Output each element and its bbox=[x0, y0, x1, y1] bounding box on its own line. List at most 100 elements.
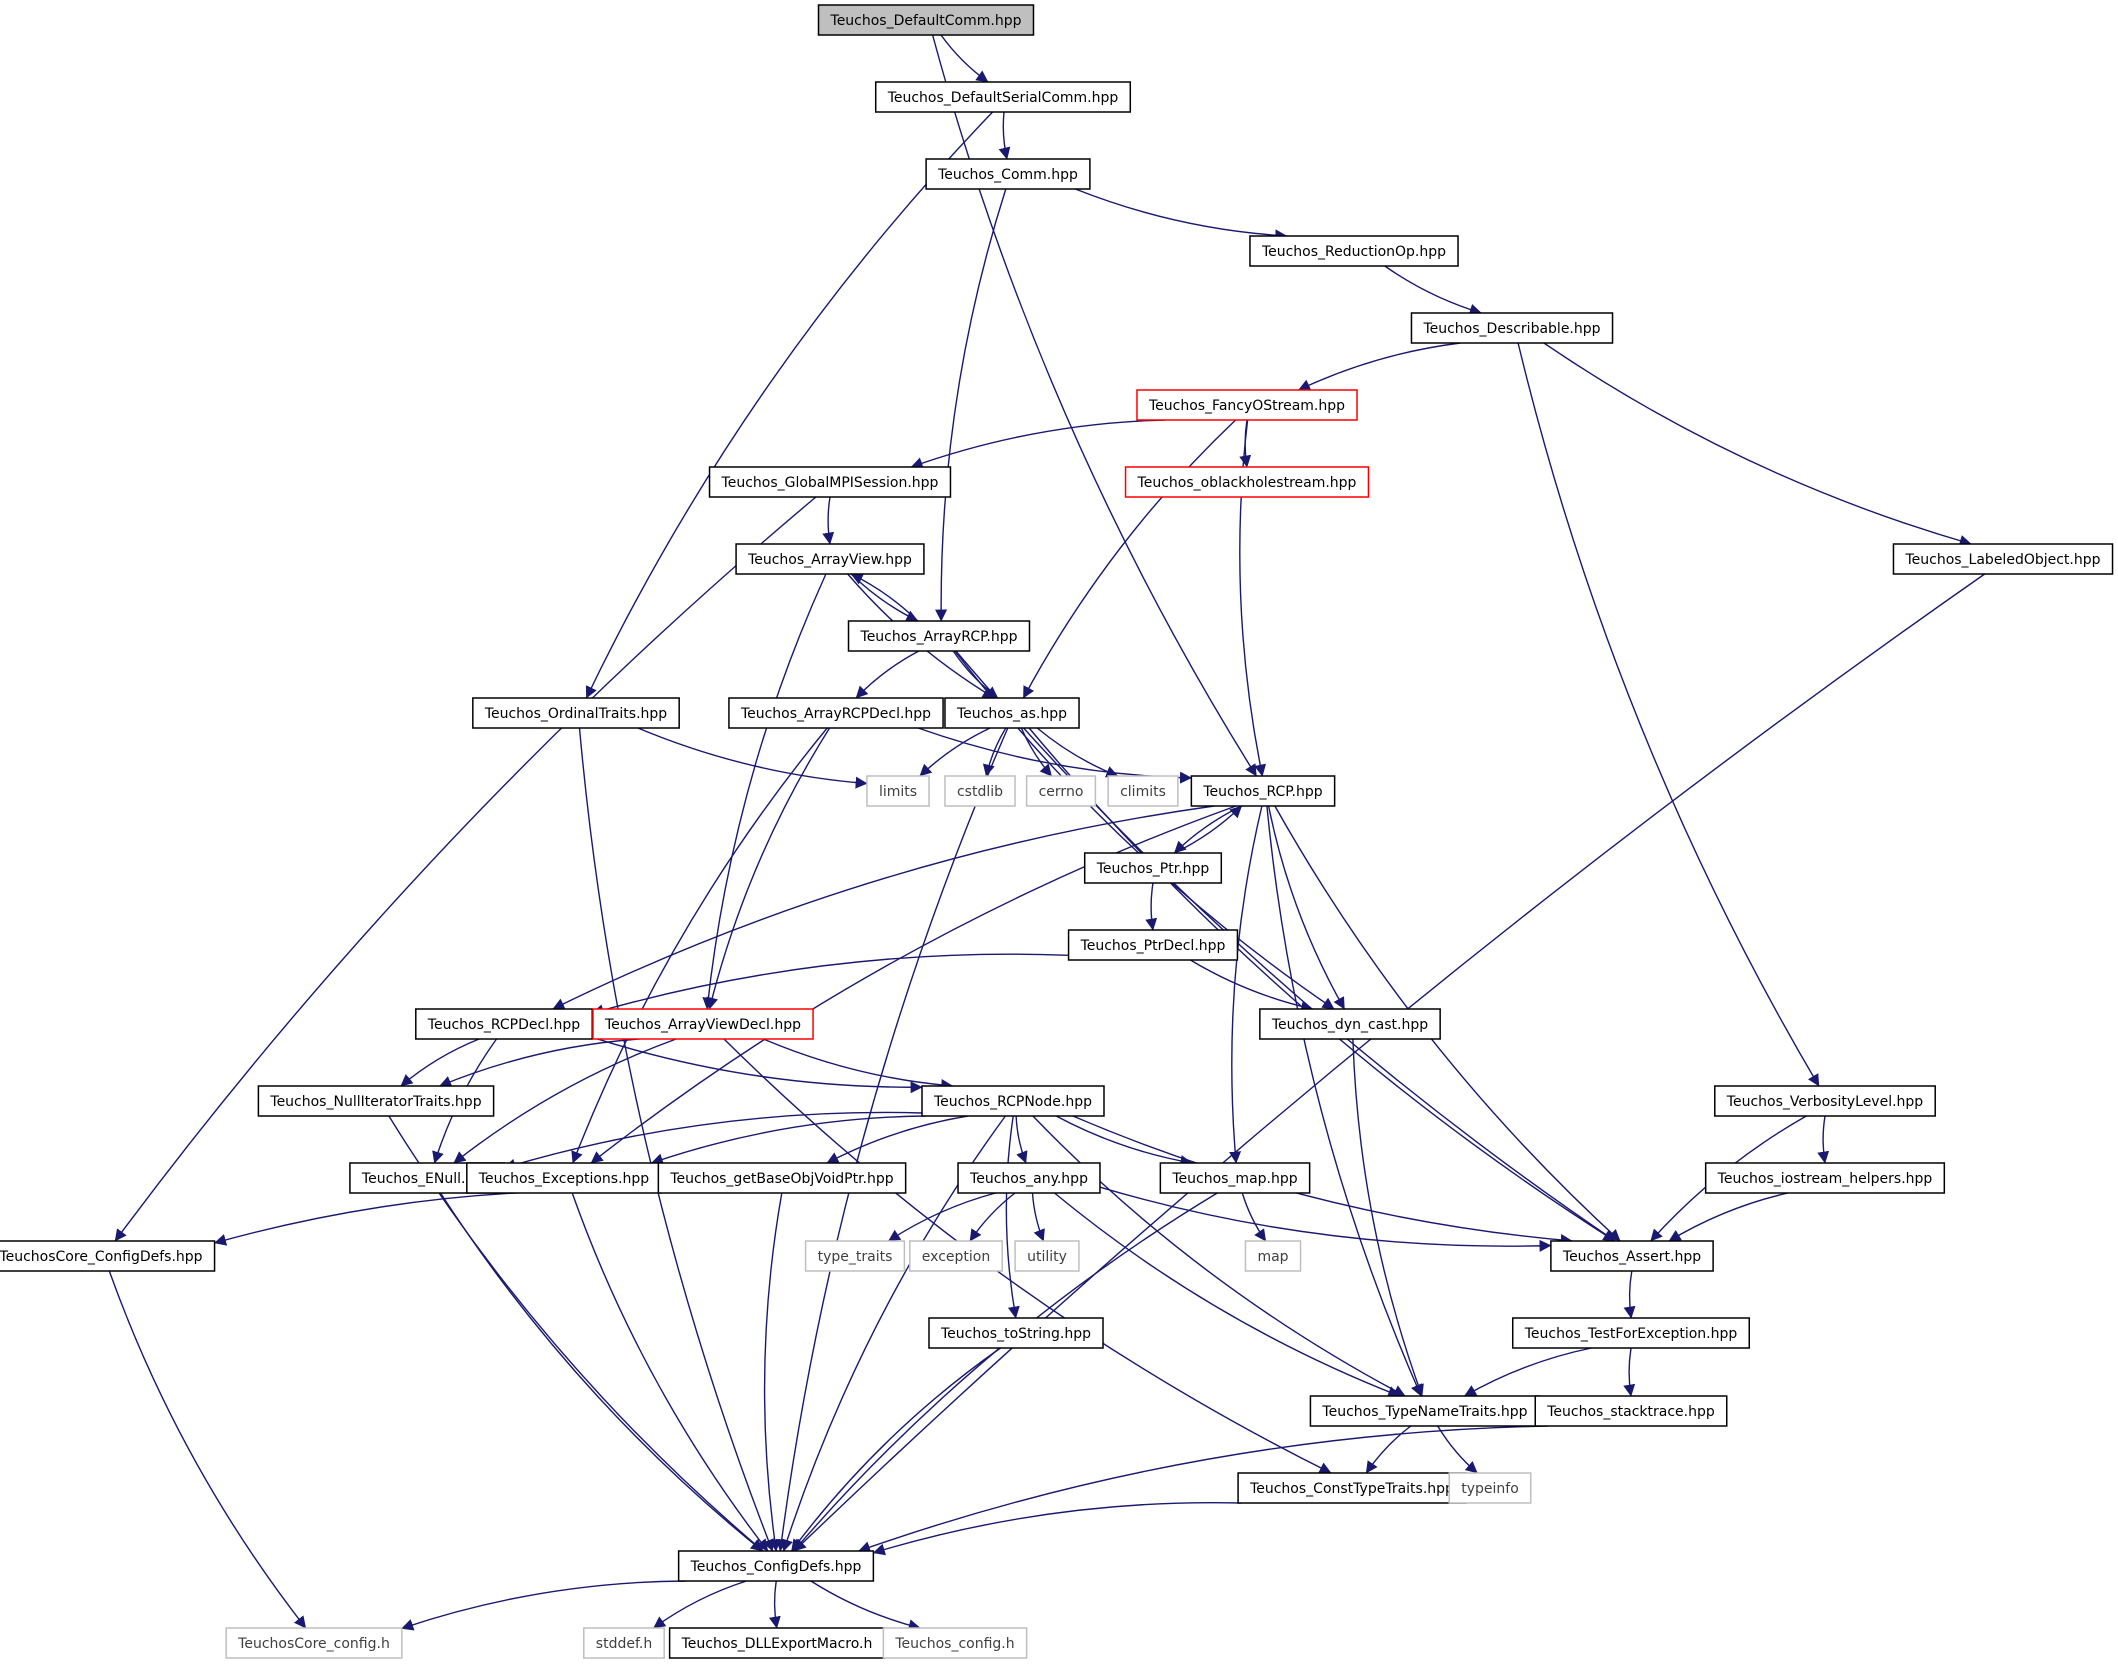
node-teuchos-comm-hpp[interactable]: Teuchos_Comm.hpp bbox=[925, 158, 1091, 190]
edge-assert-to-testforexception bbox=[1623, 1270, 1636, 1319]
node-teuchos-tostring-hpp[interactable]: Teuchos_toString.hpp bbox=[928, 1317, 1104, 1349]
node-teuchos-assert-hpp[interactable]: Teuchos_Assert.hpp bbox=[1550, 1240, 1714, 1272]
node-teuchos-labeledobject-hpp[interactable]: Teuchos_LabeledObject.hpp bbox=[1892, 543, 2114, 575]
edge-any-to-typenametraits bbox=[1054, 1192, 1401, 1398]
edge-as-to-cerrno bbox=[1020, 727, 1053, 777]
node-teuchos-exceptions-hpp[interactable]: Teuchos_Exceptions.hpp bbox=[466, 1162, 662, 1194]
node-label: Teuchos_iostream_helpers.hpp bbox=[1717, 1171, 1933, 1187]
edge-rcpnode-to-map bbox=[1055, 1115, 1193, 1167]
node-label: utility bbox=[1027, 1249, 1067, 1265]
node-teuchos-rcpnode-hpp[interactable]: Teuchos_RCPNode.hpp bbox=[921, 1085, 1105, 1117]
edge-rcp-to-ptr bbox=[1173, 805, 1242, 854]
node-teuchos-globalmpisession-hpp[interactable]: Teuchos_GlobalMPISession.hpp bbox=[708, 466, 952, 498]
edge-defaultcomm-to-defaultserialcomm bbox=[940, 34, 989, 83]
node-teuchos-defaultcomm-hpp[interactable]: Teuchos_DefaultComm.hpp bbox=[817, 4, 1035, 36]
node-box bbox=[708, 466, 952, 498]
node-type-traits: type_traits bbox=[804, 1240, 906, 1272]
node-limits: limits bbox=[866, 775, 930, 807]
node-teuchos-any-hpp[interactable]: Teuchos_any.hpp bbox=[957, 1162, 1101, 1194]
edge-any-to-typetraits bbox=[887, 1192, 996, 1242]
node-teuchos-arrayviewdecl-hpp[interactable]: Teuchos_ArrayViewDecl.hpp bbox=[592, 1008, 814, 1040]
node-box bbox=[1025, 775, 1097, 807]
edge-defaultcomm-to-rcp bbox=[931, 34, 1257, 777]
node-teuchos-ordinaltraits-hpp[interactable]: Teuchos_OrdinalTraits.hpp bbox=[472, 697, 680, 729]
node-teuchos-arrayrcp-hpp[interactable]: Teuchos_ArrayRCP.hpp bbox=[847, 620, 1031, 652]
node-teuchos-arrayrcpdecl-hpp[interactable]: Teuchos_ArrayRCPDecl.hpp bbox=[728, 697, 944, 729]
node-teuchos-rcpdecl-hpp[interactable]: Teuchos_RCPDecl.hpp bbox=[415, 1008, 593, 1040]
edge-configdefs-to-coreconfigh bbox=[401, 1580, 687, 1631]
node-teuchos-config-h: Teuchos_config.h bbox=[882, 1627, 1028, 1659]
node-box bbox=[874, 81, 1132, 113]
node-box bbox=[415, 1008, 593, 1040]
node-teuchos-reductionop-hpp[interactable]: Teuchos_ReductionOp.hpp bbox=[1249, 235, 1459, 267]
edge-rcpnode-to-assert bbox=[1072, 1115, 1573, 1246]
node-teuchos-fancyostream-hpp[interactable]: Teuchos_FancyOStream.hpp bbox=[1136, 389, 1358, 421]
node-teuchos-ptrdecl-hpp[interactable]: Teuchos_PtrDecl.hpp bbox=[1067, 929, 1239, 961]
node-teuchos-testforexception-hpp[interactable]: Teuchos_TestForException.hpp bbox=[1511, 1317, 1751, 1349]
node-box bbox=[1244, 1240, 1302, 1272]
edge-arrayrcpdecl-to-arrayviewdecl bbox=[706, 727, 831, 1010]
node-teuchos-map-hpp[interactable]: Teuchos_map.hpp bbox=[1159, 1162, 1311, 1194]
node-teuchos-oblackholestream-hpp[interactable]: Teuchos_oblackholestream.hpp bbox=[1124, 466, 1370, 498]
node-box bbox=[944, 775, 1016, 807]
node-label: TeuchosCore_ConfigDefs.hpp bbox=[0, 1249, 203, 1265]
node-teuchos-consttypetraits-hpp[interactable]: Teuchos_ConstTypeTraits.hpp bbox=[1237, 1472, 1467, 1504]
node-label: Teuchos_RCPDecl.hpp bbox=[427, 1017, 581, 1033]
edge-as-to-cstdlib bbox=[982, 727, 1007, 777]
node-exception: exception bbox=[909, 1240, 1003, 1272]
edge-stacktrace-to-configdefs bbox=[858, 1425, 1549, 1553]
node-label: cerrno bbox=[1039, 784, 1084, 800]
node-label: exception bbox=[922, 1249, 990, 1265]
node-label: stddef.h bbox=[596, 1636, 652, 1652]
edge-rcp-to-rcpdecl bbox=[552, 805, 1215, 1010]
node-label: Teuchos_RCP.hpp bbox=[1202, 784, 1322, 800]
node-map: map bbox=[1244, 1240, 1302, 1272]
node-box bbox=[657, 1162, 907, 1194]
node-teuchos-nulliteratortraits-hpp[interactable]: Teuchos_NullIteratorTraits.hpp bbox=[257, 1085, 495, 1117]
node-label: Teuchos_Assert.hpp bbox=[1562, 1249, 1701, 1265]
node-label: Teuchos_Ptr.hpp bbox=[1096, 861, 1210, 877]
node-teuchos-describable-hpp[interactable]: Teuchos_Describable.hpp bbox=[1410, 312, 1614, 344]
edge-as-to-climits bbox=[1036, 727, 1119, 778]
node-teuchos-arrayview-hpp[interactable]: Teuchos_ArrayView.hpp bbox=[735, 543, 925, 575]
node-teuchos-iostream-helpers-hpp[interactable]: Teuchos_iostream_helpers.hpp bbox=[1704, 1162, 1946, 1194]
node-label: Teuchos_oblackholestream.hpp bbox=[1137, 475, 1357, 491]
node-teuchos-stacktrace-hpp[interactable]: Teuchos_stacktrace.hpp bbox=[1534, 1395, 1728, 1427]
node-label: TeuchosCore_config.h bbox=[237, 1636, 390, 1652]
edge-rcpnode-to-getbaseobjvoidptr bbox=[826, 1115, 969, 1164]
node-teuchos-defaultserialcomm-hpp[interactable]: Teuchos_DefaultSerialComm.hpp bbox=[874, 81, 1132, 113]
node-box bbox=[257, 1085, 495, 1117]
edge-comm-to-arrayrcp bbox=[935, 188, 1007, 622]
node-label: Teuchos_ArrayRCPDecl.hpp bbox=[740, 706, 931, 722]
node-teuchos-configdefs-hpp[interactable]: Teuchos_ConfigDefs.hpp bbox=[677, 1550, 875, 1582]
node-teuchos-getbaseobjvoidptr-hpp[interactable]: Teuchos_getBaseObjVoidPtr.hpp bbox=[657, 1162, 907, 1194]
node-teuchos-rcp-hpp[interactable]: Teuchos_RCP.hpp bbox=[1190, 775, 1336, 807]
node-teuchos-as-hpp[interactable]: Teuchos_as.hpp bbox=[944, 697, 1080, 729]
node-teuchos-dllexportmacro-h[interactable]: Teuchos_DLLExportMacro.h bbox=[668, 1627, 886, 1659]
node-teuchos-ptr-hpp[interactable]: Teuchos_Ptr.hpp bbox=[1083, 852, 1223, 884]
node-label: Teuchos_ENull.hpp bbox=[361, 1171, 492, 1187]
node-label: Teuchos_VerbosityLevel.hpp bbox=[1726, 1094, 1924, 1110]
node-teuchos-dyn-cast-hpp[interactable]: Teuchos_dyn_cast.hpp bbox=[1259, 1008, 1441, 1040]
node-label: Teuchos_ArrayView.hpp bbox=[747, 552, 912, 568]
edge-arrayrcpdecl-to-rcp bbox=[917, 727, 1192, 784]
node-label: Teuchos_Comm.hpp bbox=[937, 167, 1078, 183]
edge-tostring-to-configdefs bbox=[790, 1347, 1001, 1552]
edge-rcp-to-dyncast bbox=[1267, 805, 1346, 1010]
edge-getbaseobjvoidptr-to-coreconfigdefs bbox=[214, 1190, 659, 1246]
edge-configdefs-to-dllexport bbox=[768, 1580, 781, 1629]
node-box bbox=[957, 1162, 1101, 1194]
node-box bbox=[1249, 235, 1459, 267]
edge-verbositylevel-to-iostreamhelpers bbox=[1817, 1115, 1830, 1164]
edge-exceptions-to-configdefs bbox=[571, 1192, 769, 1552]
node-box bbox=[1259, 1008, 1441, 1040]
node-teuchos-typenametraits-hpp[interactable]: Teuchos_TypeNameTraits.hpp bbox=[1309, 1395, 1541, 1427]
node-teuchoscore-configdefs-hpp[interactable]: TeuchosCore_ConfigDefs.hpp bbox=[0, 1240, 216, 1272]
edge-globalmpisession-to-arrayview bbox=[822, 496, 835, 545]
node-teuchoscore-config-h: TeuchosCore_config.h bbox=[225, 1627, 403, 1659]
edge-getbaseobjvoidptr-to-configdefs bbox=[763, 1192, 783, 1552]
node-box bbox=[677, 1550, 875, 1582]
node-utility: utility bbox=[1014, 1240, 1080, 1272]
node-climits: climits bbox=[1107, 775, 1179, 807]
node-teuchos-verbositylevel-hpp[interactable]: Teuchos_VerbosityLevel.hpp bbox=[1714, 1085, 1936, 1117]
